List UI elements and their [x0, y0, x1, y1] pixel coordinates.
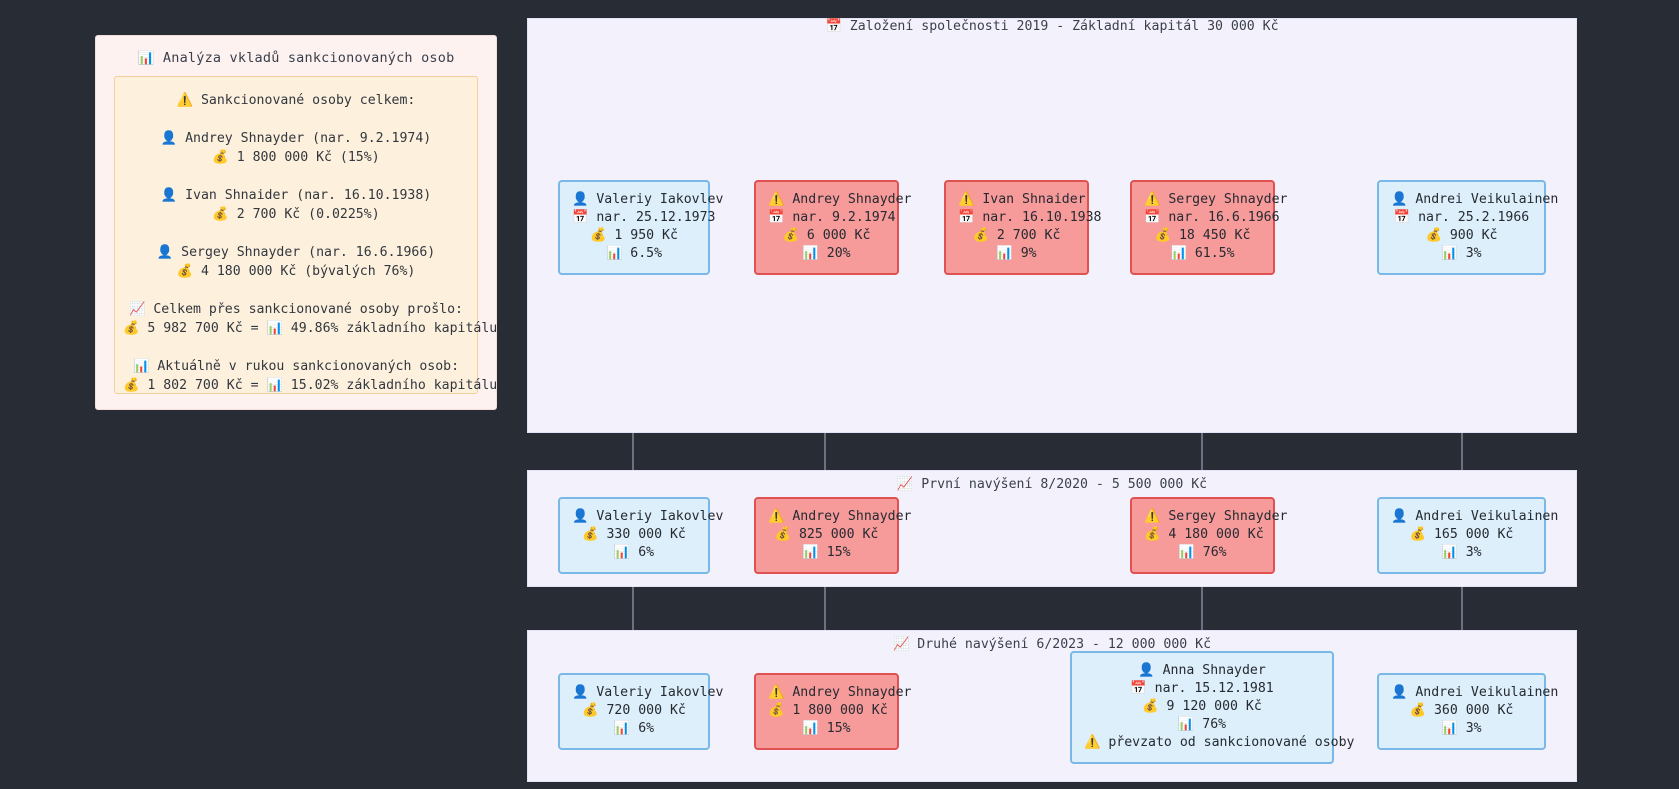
person-box[interactable]: 👤 Andrei Veikulainen 💰 165 000 Kč 📊 3% [1377, 497, 1559, 574]
analysis-heading: ⚠️ Sankcionované osoby celkem: [176, 93, 416, 108]
analysis-person-amount: 💰 4 180 000 Kč (bývalých 76%) [176, 264, 416, 279]
person-amount: 💰 825 000 Kč [774, 527, 879, 542]
person-name: 👤 Valeriy Iakovlev [572, 685, 724, 700]
analysis-box: ⚠️ Sankcionované osoby celkem: 👤 Andrey … [114, 76, 498, 394]
analysis-total-value: 💰 1 802 700 Kč = 📊 15.02% základního kap… [123, 378, 498, 393]
person-name: 👤 Andrei Veikulainen [1391, 192, 1559, 207]
person-share: 📊 3% [1441, 246, 1482, 261]
person-amount: 💰 9 120 000 Kč [1142, 699, 1262, 714]
person-amount: 💰 18 450 Kč [1154, 228, 1251, 243]
person-box[interactable]: ⚠️ Ivan Shnaider 📅 nar. 16.10.1938 💰 2 7… [944, 180, 1102, 275]
person-name: ⚠️ Sergey Shnayder [1144, 192, 1288, 207]
person-amount: 💰 330 000 Kč [582, 527, 686, 542]
person-name: 👤 Anna Shnayder [1138, 663, 1266, 678]
person-birth: 📅 nar. 16.10.1938 [958, 210, 1102, 225]
person-box-inherited[interactable]: 👤 Anna Shnayder 📅 nar. 15.12.1981 💰 9 12… [1070, 651, 1355, 764]
person-birth: 📅 nar. 25.2.1966 [1393, 210, 1530, 225]
person-box[interactable]: ⚠️ Sergey Shnayder 💰 4 180 000 Kč 📊 76% [1130, 497, 1288, 574]
person-box[interactable]: 👤 Valeriy Iakovlev 💰 720 000 Kč 📊 6% [558, 673, 724, 750]
person-amount: 💰 1 800 000 Kč [768, 703, 888, 718]
person-name: 👤 Andrei Veikulainen [1391, 685, 1559, 700]
person-box[interactable]: 👤 Valeriy Iakovlev 📅 nar. 25.12.1973 💰 1… [558, 180, 724, 275]
person-share: 📊 6% [613, 721, 655, 736]
person-amount: 💰 165 000 Kč [1409, 527, 1514, 542]
person-share: 📊 3% [1441, 545, 1482, 560]
person-share: 📊 61.5% [1170, 246, 1235, 261]
person-birth: 📅 nar. 25.12.1973 [572, 210, 716, 225]
person-amount: 💰 1 950 Kč [590, 228, 678, 243]
person-box[interactable]: ⚠️ Andrey Shnayder 💰 1 800 000 Kč 📊 15% [754, 673, 912, 750]
person-box[interactable]: ⚠️ Andrey Shnayder 📅 nar. 9.2.1974 💰 6 0… [754, 180, 912, 275]
person-box[interactable]: 👤 Andrei Veikulainen 💰 360 000 Kč 📊 3% [1377, 673, 1559, 750]
connector-line [1201, 562, 1203, 652]
analysis-person-name: 👤 Ivan Shnaider (nar. 16.10.1938) [160, 188, 432, 203]
person-share: 📊 15% [802, 721, 851, 736]
person-amount: 💰 900 Kč [1425, 228, 1498, 243]
person-birth: 📅 nar. 16.6.1966 [1144, 210, 1280, 225]
analysis-title: 📊 Analýza vkladů sankcionovaných osob [137, 50, 455, 66]
person-share: 📊 9% [996, 246, 1037, 261]
person-name: 👤 Valeriy Iakovlev [572, 192, 724, 207]
analysis-person-amount: 💰 2 700 Kč (0.0225%) [212, 207, 380, 222]
person-share: 📊 3% [1441, 721, 1482, 736]
person-name: ⚠️ Ivan Shnaider [958, 192, 1086, 207]
connector-line [632, 562, 634, 658]
person-birth: 📅 nar. 9.2.1974 [768, 210, 896, 225]
analysis-person-name: 👤 Sergey Shnayder (nar. 16.6.1966) [156, 245, 436, 260]
person-name: ⚠️ Andrey Shnayder [768, 509, 912, 524]
person-amount: 💰 6 000 Kč [782, 228, 871, 243]
analysis-panel: 📊 Analýza vkladů sankcionovaných osob ⚠️… [95, 35, 497, 410]
person-amount: 💰 2 700 Kč [972, 228, 1061, 243]
person-amount: 💰 4 180 000 Kč [1144, 527, 1264, 542]
person-name: ⚠️ Andrey Shnayder [768, 192, 912, 207]
person-name: ⚠️ Sergey Shnayder [1144, 509, 1288, 524]
analysis-total-value: 💰 5 982 700 Kč = 📊 49.86% základního kap… [123, 321, 498, 336]
connector-line [1461, 562, 1463, 658]
person-box[interactable]: 👤 Andrei Veikulainen 📅 nar. 25.2.1966 💰 … [1377, 180, 1559, 275]
analysis-person-amount: 💰 1 800 000 Kč (15%) [212, 150, 380, 165]
person-amount: 💰 720 000 Kč [582, 703, 686, 718]
person-box[interactable]: ⚠️ Andrey Shnayder 💰 825 000 Kč 📊 15% [754, 497, 912, 574]
person-share: 📊 6.5% [605, 246, 663, 261]
person-share: 📊 15% [802, 545, 851, 560]
person-name: 👤 Andrei Veikulainen [1391, 509, 1559, 524]
person-share: 📊 76% [1178, 545, 1227, 560]
person-name: 👤 Valeriy Iakovlev [572, 509, 724, 524]
connector-line [824, 562, 826, 658]
person-share: 📊 76% [1177, 717, 1227, 732]
person-box[interactable]: 👤 Valeriy Iakovlev 💰 330 000 Kč 📊 6% [558, 497, 724, 574]
person-amount: 💰 360 000 Kč [1409, 703, 1514, 718]
analysis-total-label: 📈 Celkem přes sankcionované osoby prošlo… [128, 302, 463, 317]
person-share: 📊 6% [613, 545, 655, 560]
person-share: 📊 20% [802, 246, 851, 261]
analysis-person-name: 👤 Andrey Shnayder (nar. 9.2.1974) [160, 131, 432, 146]
person-box[interactable]: ⚠️ Sergey Shnayder 📅 nar. 16.6.1966 💰 18… [1130, 180, 1288, 275]
person-birth: 📅 nar. 15.12.1981 [1130, 681, 1274, 696]
person-transfer-note: ⚠️ převzato od sankcionované osoby [1084, 735, 1355, 750]
person-name: ⚠️ Andrey Shnayder [768, 685, 912, 700]
analysis-total-label: 📊 Aktuálně v rukou sankcionovaných osob: [132, 359, 460, 374]
